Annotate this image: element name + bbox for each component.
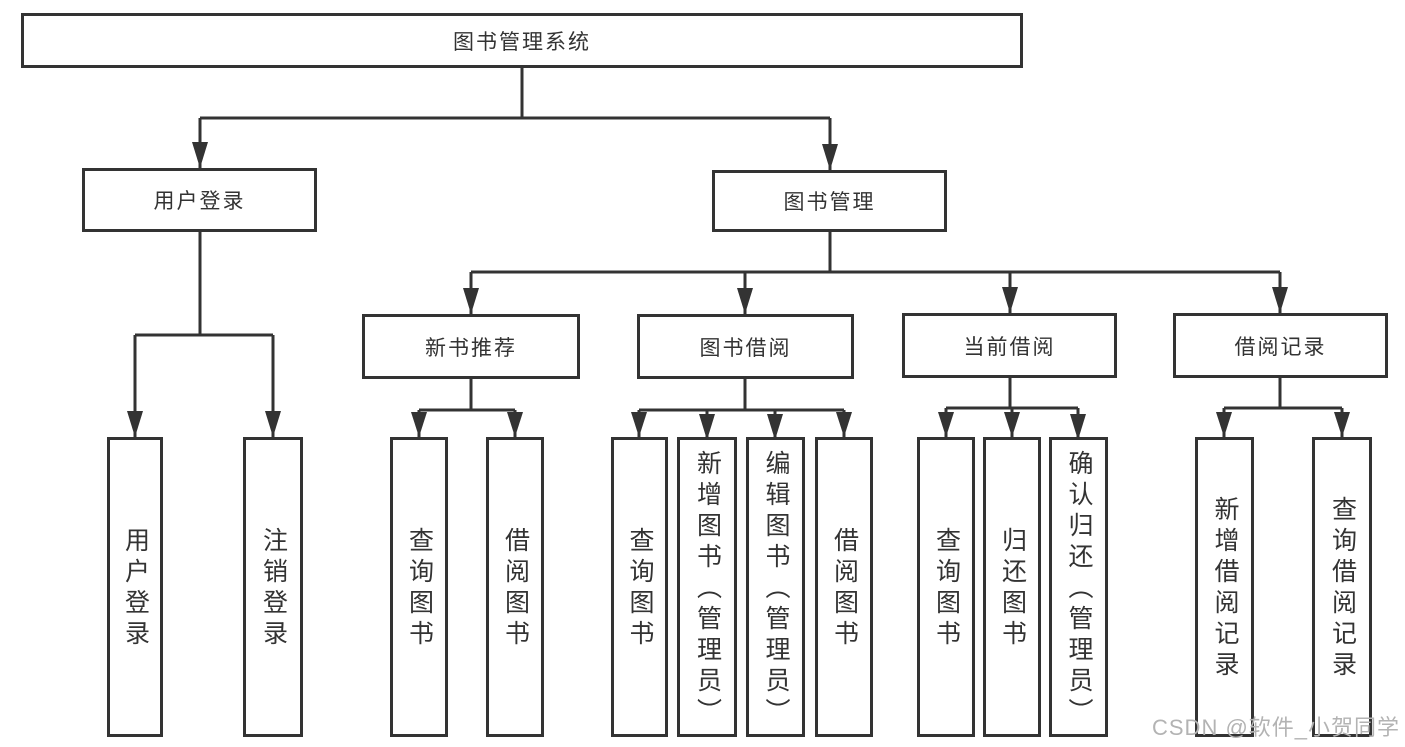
node-label: 编辑图书（管理员） (762, 449, 790, 729)
node-label: 图书借阅 (699, 336, 792, 360)
node-label: 新增借阅记录 (1211, 496, 1239, 682)
connector-user-login-to-leaves (127, 232, 281, 437)
leaf-add-borrow-record: 新增借阅记录 (1195, 437, 1254, 737)
arrowhead (127, 411, 143, 437)
node-label: 图书管理 (783, 191, 876, 214)
leaf-borrow-books-recommendation: 借阅图书 (486, 437, 544, 737)
node-label: 查询图书 (932, 527, 961, 651)
arrowhead (265, 411, 281, 437)
node-book-borrowing: 图书借阅 (637, 314, 854, 379)
csdn-watermark: CSDN @软件_小贺同学 (1152, 715, 1401, 740)
node-current-borrowing: 当前借阅 (902, 313, 1117, 378)
node-label: 归还图书 (998, 527, 1027, 651)
connector-book-mgmt-to-level3 (463, 232, 1288, 314)
node-root-library-system: 图书管理系统 (21, 13, 1023, 68)
node-new-book-recommendation: 新书推荐 (362, 314, 580, 379)
node-book-management: 图书管理 (712, 170, 947, 232)
leaf-return-books: 归还图书 (983, 437, 1041, 737)
arrowhead (1272, 287, 1288, 313)
arrowhead (411, 412, 427, 437)
node-borrowing-records: 借阅记录 (1173, 313, 1388, 378)
arrowhead (836, 412, 852, 437)
node-user-login: 用户登录 (82, 168, 317, 232)
arrowhead (463, 288, 479, 314)
arrowhead (699, 414, 715, 440)
connector-current-borrow-to-leaves (938, 378, 1086, 440)
node-label: 借阅记录 (1234, 335, 1327, 359)
node-label: 注销登录 (259, 527, 288, 651)
arrowhead (631, 412, 647, 437)
arrowhead (737, 288, 753, 314)
connector-book-borrow-to-leaves (631, 379, 852, 440)
node-label: 新增图书（管理员） (693, 449, 722, 729)
leaf-borrow-books-borrowing: 借阅图书 (815, 437, 873, 737)
arrowhead (938, 412, 954, 437)
node-label: 当前借阅 (963, 335, 1056, 359)
arrowhead (1004, 412, 1020, 437)
node-label: 查询借阅记录 (1328, 496, 1357, 682)
leaf-query-books-recommendation: 查询图书 (390, 437, 448, 737)
arrowhead (1070, 414, 1086, 440)
node-label: 查询图书 (405, 527, 434, 651)
node-label: 用户登录 (121, 527, 150, 651)
leaf-query-books-borrowing: 查询图书 (611, 437, 668, 737)
leaf-logout: 注销登录 (243, 437, 303, 737)
leaf-query-borrow-record: 查询借阅记录 (1312, 437, 1372, 737)
node-label: 新书推荐 (425, 336, 517, 360)
node-label: 借阅图书 (830, 527, 859, 651)
node-label: 确认归还（管理员） (1065, 449, 1093, 729)
arrowhead (1216, 412, 1232, 437)
leaf-query-books-current: 查询图书 (917, 437, 975, 737)
node-label: 查询图书 (626, 527, 654, 651)
arrowhead (767, 414, 783, 440)
leaf-add-books-admin: 新增图书（管理员） (677, 437, 737, 737)
arrowhead (1002, 287, 1018, 313)
arrowhead (507, 412, 523, 437)
node-label: 用户登录 (153, 190, 246, 213)
leaf-confirm-return-admin: 确认归还（管理员） (1049, 437, 1108, 737)
connector-borrow-records-to-leaves (1216, 378, 1350, 437)
node-label: 图书管理系统 (453, 30, 591, 54)
node-label: 借阅图书 (501, 527, 530, 651)
leaf-edit-books-admin: 编辑图书（管理员） (746, 437, 805, 737)
arrowhead (192, 142, 208, 168)
leaf-user-login: 用户登录 (107, 437, 163, 737)
connector-root-to-level1 (192, 68, 838, 170)
connector-new-book-rec-to-leaves (411, 379, 523, 437)
arrowhead (1334, 412, 1350, 437)
arrowhead (822, 144, 838, 170)
